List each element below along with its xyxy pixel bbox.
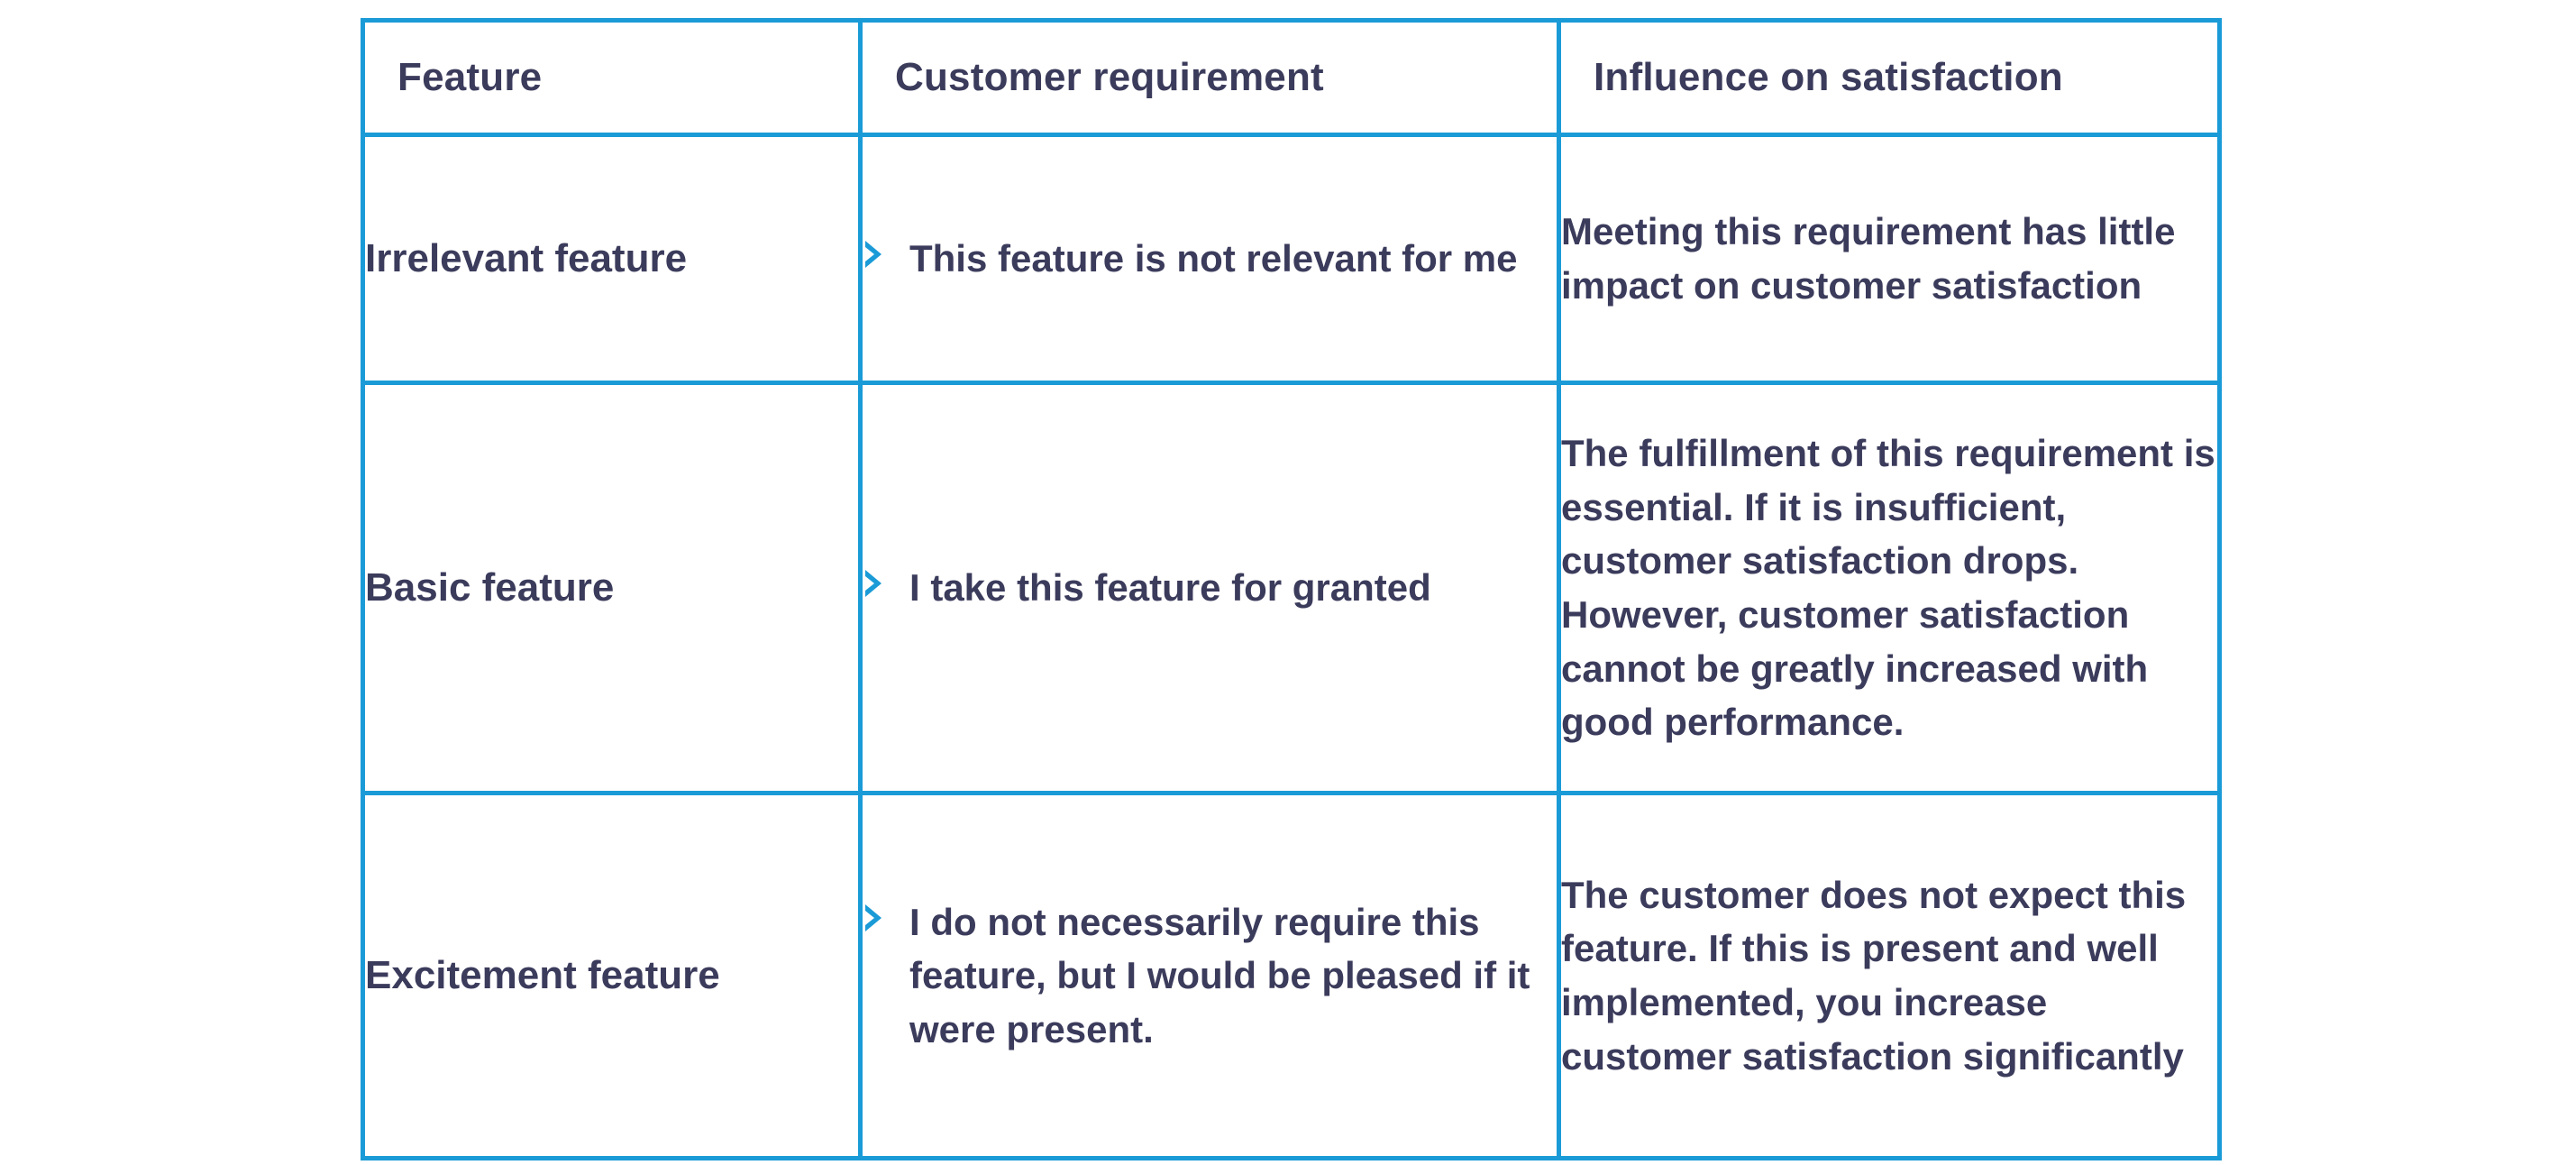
requirement-bullet-item: I take this feature for granted (863, 561, 1557, 615)
cell-requirement: I take this feature for granted (858, 381, 1561, 795)
influence-text: The customer does not expect this featur… (1561, 873, 2187, 1078)
column-header-influence: Influence on satisfaction (1557, 18, 2222, 137)
kano-feature-table: Feature Customer requirement Influence o… (361, 18, 2222, 1160)
requirement-bullet-item: This feature is not relevant for me (863, 232, 1557, 286)
cell-feature: Irrelevant feature (361, 133, 863, 385)
table-row: Irrelevant feature This feature is not r… (361, 133, 2222, 385)
feature-name: Excitement feature (365, 952, 720, 997)
column-header-feature-label: Feature (397, 54, 543, 99)
table-row: Excitement feature I do not necessarily … (361, 791, 2222, 1160)
requirement-text: I take this feature for granted (909, 566, 1431, 610)
feature-name: Basic feature (365, 564, 615, 610)
cell-requirement: I do not necessarily require this featur… (858, 791, 1561, 1160)
requirement-text: This feature is not relevant for me (909, 237, 1518, 280)
influence-text: Meeting this requirement has little impa… (1561, 210, 2176, 307)
cell-feature: Excitement feature (361, 791, 863, 1160)
chevron-right-icon (863, 239, 886, 270)
cell-requirement: This feature is not relevant for me (858, 133, 1561, 385)
table-header-row: Feature Customer requirement Influence o… (361, 18, 2222, 137)
column-header-requirement: Customer requirement (858, 18, 1561, 137)
cell-influence: The fulfillment of this requirement is e… (1557, 381, 2222, 795)
feature-name: Irrelevant feature (365, 235, 688, 280)
chevron-right-icon (863, 568, 886, 599)
column-header-requirement-label: Customer requirement (895, 54, 1324, 99)
column-header-influence-label: Influence on satisfaction (1594, 54, 2063, 99)
requirement-bullet-item: I do not necessarily require this featur… (863, 895, 1557, 1057)
cell-influence: The customer does not expect this featur… (1557, 791, 2222, 1160)
chevron-right-icon (863, 903, 886, 933)
table-row: Basic feature I take this feature for gr… (361, 381, 2222, 795)
cell-influence: Meeting this requirement has little impa… (1557, 133, 2222, 385)
requirement-text: I do not necessarily require this featur… (909, 900, 1530, 1050)
cell-feature: Basic feature (361, 381, 863, 795)
column-header-feature: Feature (361, 18, 863, 137)
influence-text: The fulfillment of this requirement is e… (1561, 432, 2215, 744)
